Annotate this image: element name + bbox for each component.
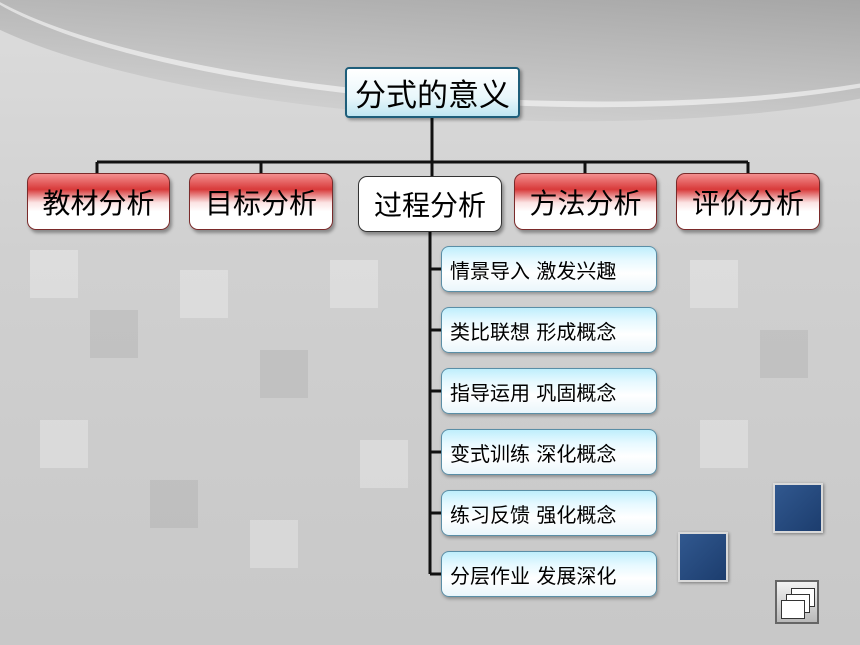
step-node-1[interactable]: 情景导入 激发兴趣	[441, 246, 657, 292]
background-tile	[90, 310, 138, 358]
decorative-square	[773, 483, 823, 533]
category-node-4[interactable]: 方法分析	[514, 173, 657, 230]
background-tile	[30, 250, 78, 298]
category-node-2[interactable]: 目标分析	[189, 173, 333, 230]
background-tile	[700, 420, 748, 468]
page-icon-front	[781, 600, 805, 619]
background-tile	[690, 260, 738, 308]
background-tile	[40, 420, 88, 468]
background-tile	[260, 350, 308, 398]
step-node-2[interactable]: 类比联想 形成概念	[441, 307, 657, 353]
category-node-1[interactable]: 教材分析	[27, 173, 170, 230]
background-tile	[360, 440, 408, 488]
background-tile	[760, 330, 808, 378]
step-node-3[interactable]: 指导运用 巩固概念	[441, 368, 657, 414]
background-tile	[180, 270, 228, 318]
root-node: 分式的意义	[345, 67, 520, 118]
step-node-5[interactable]: 练习反馈 强化概念	[441, 490, 657, 536]
step-node-6[interactable]: 分层作业 发展深化	[441, 551, 657, 597]
background-tile	[330, 260, 378, 308]
step-node-4[interactable]: 变式训练 深化概念	[441, 429, 657, 475]
category-node-3[interactable]: 过程分析	[358, 176, 502, 232]
category-node-5[interactable]: 评价分析	[676, 173, 820, 230]
background-tile	[150, 480, 198, 528]
background-tile	[250, 520, 298, 568]
document-stack-icon[interactable]	[775, 580, 819, 624]
decorative-square	[678, 532, 728, 582]
